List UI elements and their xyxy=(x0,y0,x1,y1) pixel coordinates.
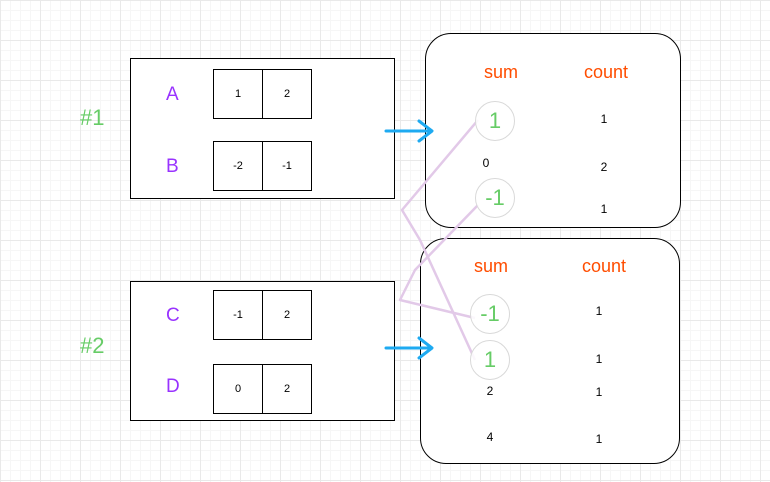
map1-count-1: 1 xyxy=(600,112,608,126)
cell-d-2: 2 xyxy=(262,364,312,414)
cell-a-1: 1 xyxy=(213,69,263,119)
count-header-2: count xyxy=(581,256,627,276)
cell-b-1: -2 xyxy=(213,141,263,191)
map2-count-neg1: 1 xyxy=(595,304,603,318)
var-label-a: A xyxy=(166,84,179,105)
input-group-1: A 1 2 B -2 -1 xyxy=(130,58,395,199)
map2-sum-neg1-highlight: -1 xyxy=(470,294,510,334)
map2-count-1: 1 xyxy=(595,352,603,366)
map2-count-2: 1 xyxy=(595,385,603,399)
map1-count-neg1: 1 xyxy=(600,202,608,216)
cell-d-1: 0 xyxy=(213,364,263,414)
cell-a-2: 2 xyxy=(262,69,312,119)
sum-count-map-2: sum count 1 1 2 1 4 1 xyxy=(420,238,680,464)
map1-sum-0: 0 xyxy=(482,156,490,170)
var-label-b: B xyxy=(166,156,179,177)
map2-sum-1-highlight: 1 xyxy=(470,340,510,380)
input-group-2: C -1 2 D 0 2 xyxy=(130,281,395,421)
map1-sum-neg1-highlight: -1 xyxy=(475,178,515,218)
map2-count-4: 1 xyxy=(595,432,603,446)
sum-header-2: sum xyxy=(473,256,508,276)
map1-count-0: 2 xyxy=(600,160,608,174)
sum-count-map-1: sum count 0 1 2 1 xyxy=(425,33,681,228)
case-label-2: #2 xyxy=(80,333,105,358)
sum-header-1: sum xyxy=(483,62,518,82)
var-label-c: C xyxy=(166,305,180,326)
cell-c-1: -1 xyxy=(213,290,263,340)
count-header-1: count xyxy=(583,62,629,82)
cell-b-2: -1 xyxy=(262,141,312,191)
case-label-1: #1 xyxy=(80,105,105,130)
map2-sum-2: 2 xyxy=(486,384,494,398)
map1-sum-1-highlight: 1 xyxy=(475,101,515,141)
cell-c-2: 2 xyxy=(262,290,312,340)
var-label-d: D xyxy=(166,376,180,397)
map2-sum-4: 4 xyxy=(486,430,494,444)
